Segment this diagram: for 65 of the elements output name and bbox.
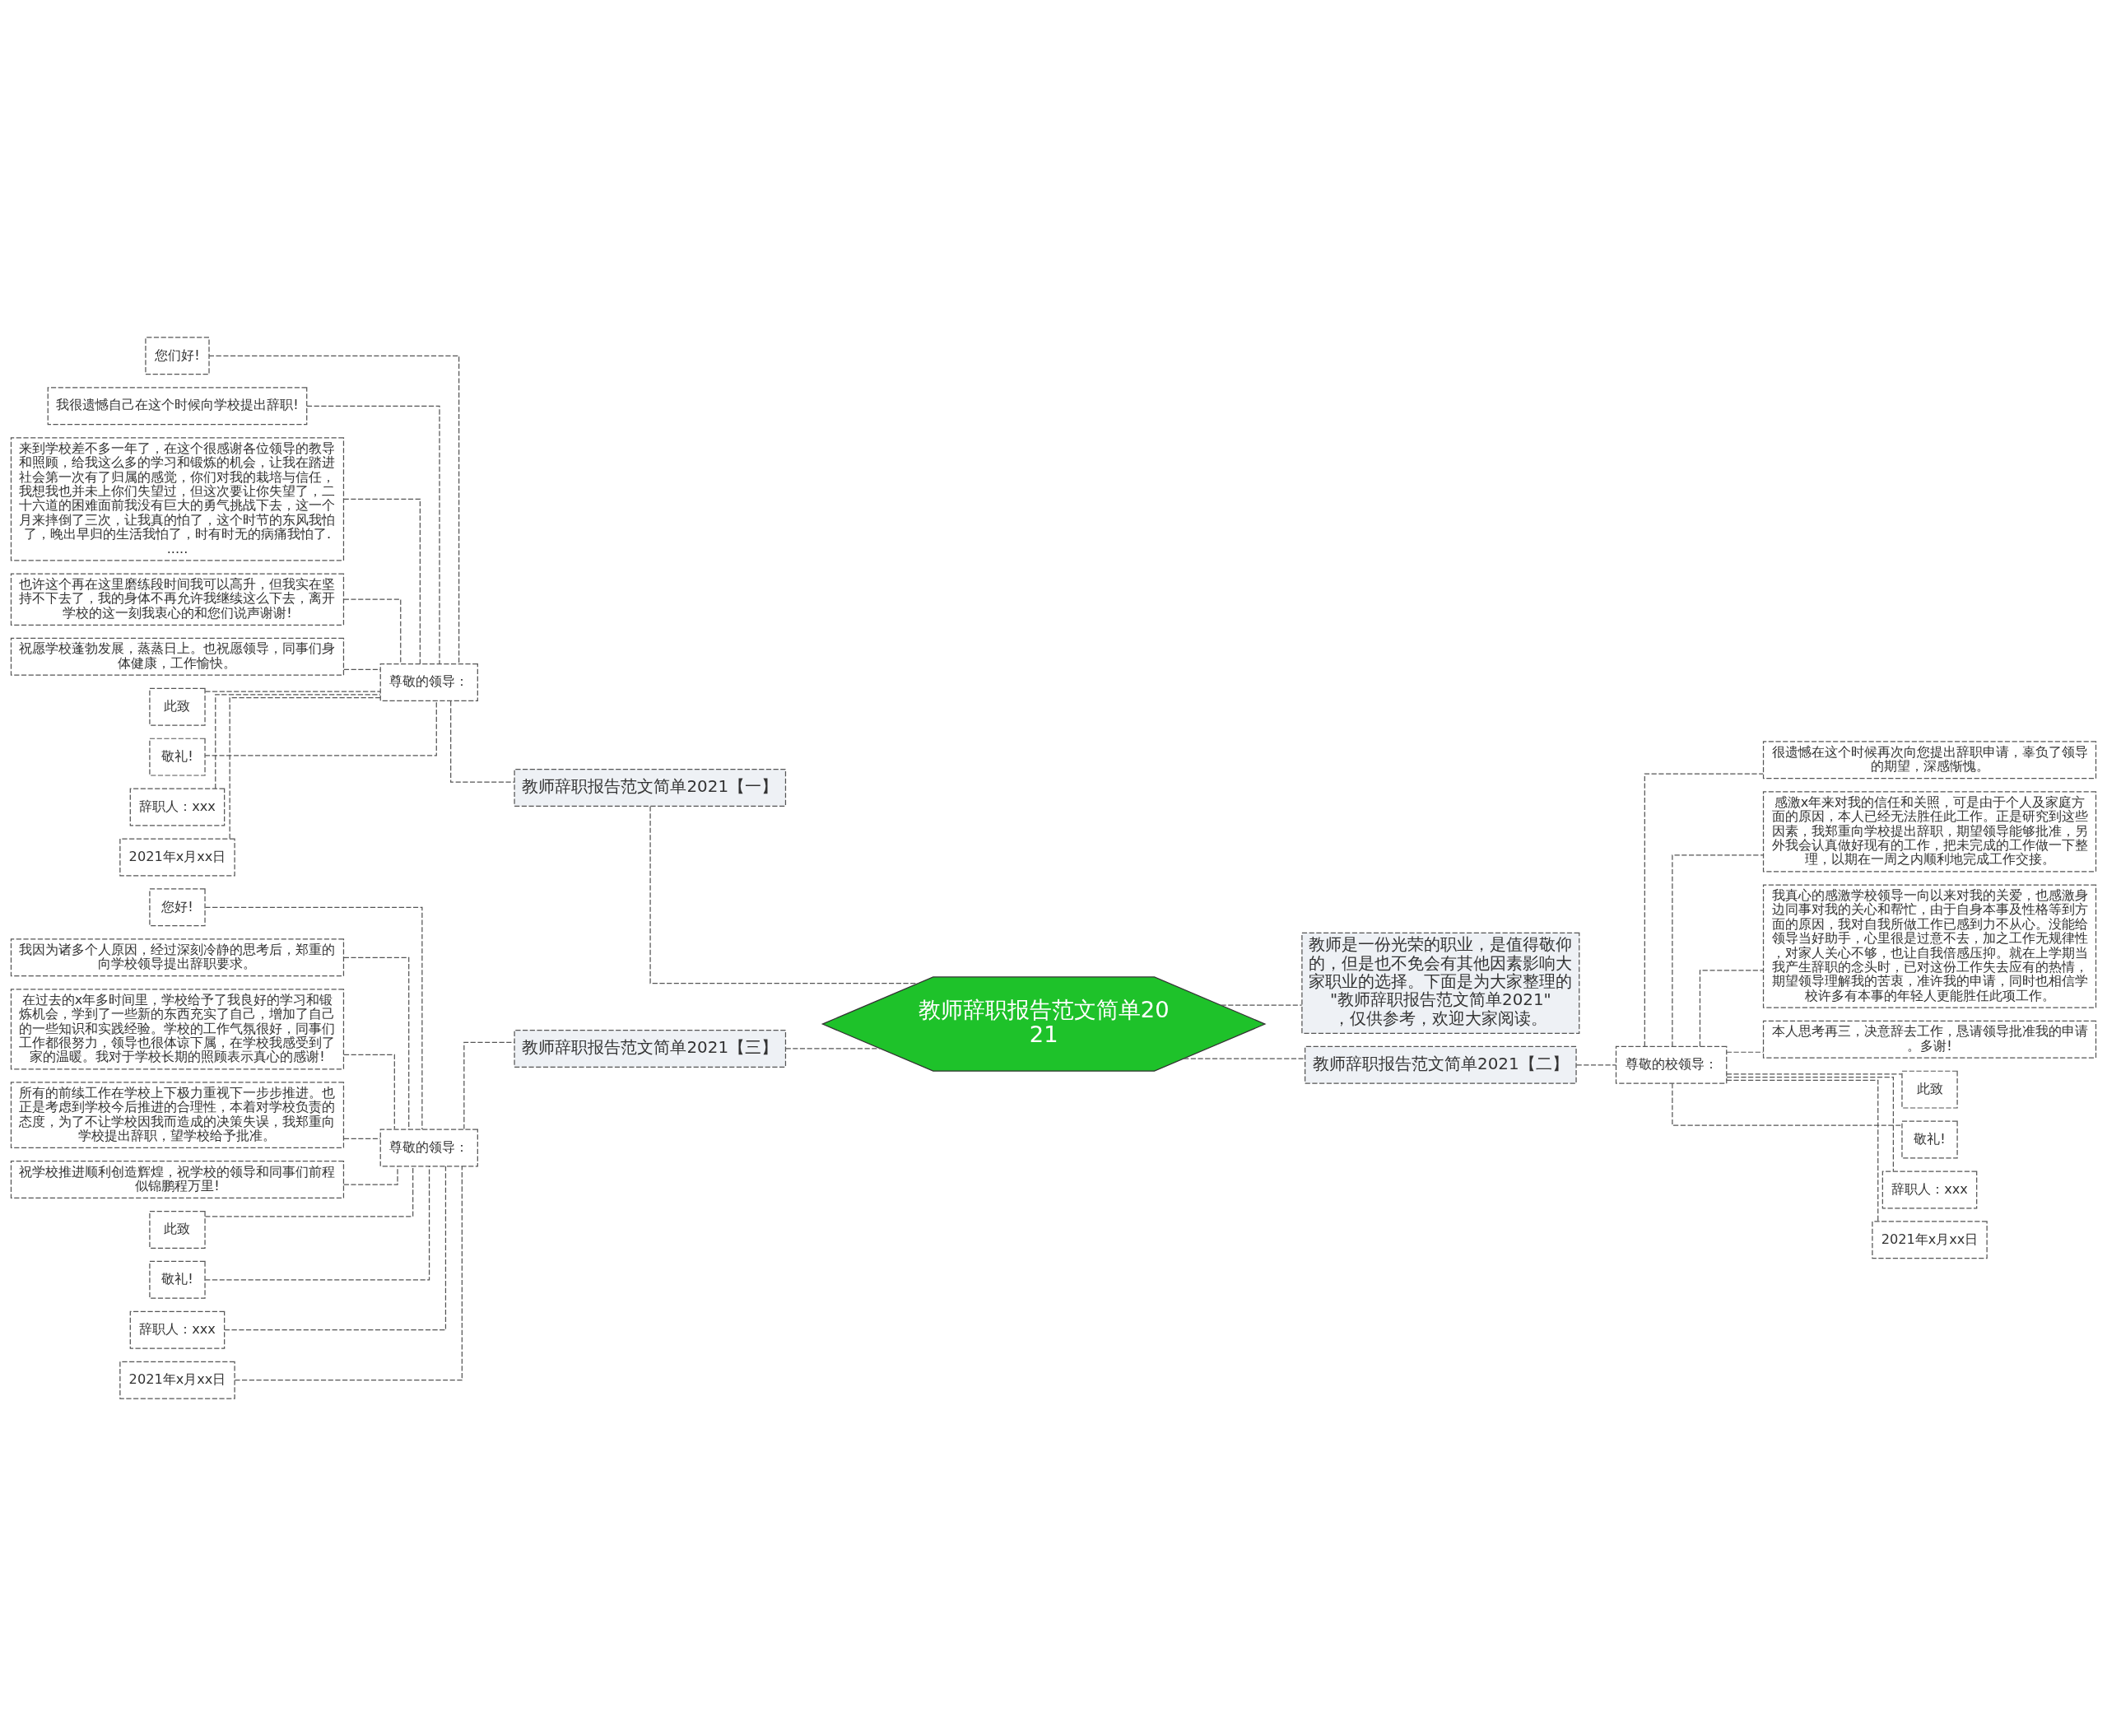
node-box: 来到学校差不多一年了，在这个很感谢各位领导的教导和照顾，给我这么多的学习和锻炼的机会，让我在踏进社会第一次有了归属的感觉，你们对我的栽培与信任，我想我也并未上你们失望过，但这次要让你失望了，二十六道的困难面前我没有巨大的勇气挑战下去，这一个月来摔倒了三次，让我真的怕了，这个时节的东风我怕了，晚出早归的生活我怕了，时有时无的病痛我怕了......: [10, 437, 345, 561]
node-box: 也许这个再在这里磨练段时间我可以高升，但我实在坚持不下去了，我的身体不再允许我继续这么下去，离开学校的这一刻我衷心的和您们说声谢谢!: [10, 573, 345, 626]
connector: [204, 906, 423, 1130]
node-box: 教师是一份光荣的职业，是值得敬仰的，但是也不免会有其他因素影响大家职业的选择。下面是为大家整理的"教师辞职报告范文简单2021"，仅供参考，欢迎大家阅读。: [1301, 932, 1580, 1034]
connector: [234, 1166, 463, 1381]
connector: [204, 700, 437, 756]
node-box: 我很遗憾自己在这个时候向学校提出辞职!: [47, 387, 308, 426]
node-box: 此致: [149, 1210, 206, 1249]
connector: [343, 668, 381, 670]
node-box: 2021年x月xx日: [1872, 1221, 1988, 1259]
node-box: 此致: [149, 687, 206, 726]
connector: [1644, 773, 1764, 1047]
connector: [1220, 1004, 1303, 1006]
connector: [208, 355, 460, 665]
node-box: 敬礼!: [149, 738, 206, 776]
node-box: 我真心的感激学校领导一向以来对我的关爱，也感激身边同事对我的关心和帮忙，由于自身本事及性格等到方面的原因，我对自我所做工作已感到力不从心。没能给领导当好助手，心里很是过意不去，加之工作无规律性，对家人关心不够，也让自我倍感压抑。就在上学期当我产生辞职的念头时，已对这份工作失去应有的热情，期望领导理解我的苦衷，准许我的申请，同时也相信学校许多有本事的年轻人更能胜任此项工作。: [1762, 884, 2097, 1008]
connector: [343, 956, 410, 1130]
node-box: 此致: [1901, 1070, 1958, 1109]
node-box: 教师辞职报告范文简单2021【一】: [514, 768, 787, 807]
connector: [1575, 1064, 1616, 1066]
connector: [343, 598, 402, 664]
node-box: 祝学校推进顺利创造辉煌，祝学校的领导和同事们前程似锦鹏程万里!: [10, 1161, 345, 1198]
connector: [1699, 970, 1765, 1047]
connector: [343, 1054, 395, 1130]
connector: [204, 1166, 430, 1281]
node-box: 辞职人：xxx: [1881, 1171, 1978, 1209]
connector: [1726, 1079, 1879, 1222]
connector: [306, 405, 440, 664]
node-box: 尊敬的领导：: [379, 1129, 478, 1167]
node-box: 敬礼!: [149, 1260, 206, 1299]
node-box: 尊敬的校领导：: [1615, 1045, 1728, 1084]
node-box: 我因为诸多个人原因，经过深刻冷静的思考后，郑重的向学校领导提出辞职要求。: [10, 938, 345, 977]
node-box: 感激x年来对我的信任和关照，可是由于个人及家庭方面的原因，本人已经无法胜任此工作。正是研究到这些因素，我郑重向学校提出辞职，期望领导能够批准，另外我会认真做好现有的工作，把未完成的工作做一下整理，以期在一周之内顺利地完成工作交接。: [1762, 791, 2097, 873]
connector: [343, 1138, 381, 1139]
connector: [1726, 1077, 1894, 1172]
node-box: 很遗憾在这个时候再次向您提出辞职申请，辜负了领导的期望，深感惭愧。: [1762, 741, 2097, 780]
connector: [450, 700, 515, 783]
node-box: 您们好!: [145, 337, 210, 375]
node-box: 2021年x月xx日: [119, 1361, 235, 1399]
node-box: 教师辞职报告范文简单2021【二】: [1305, 1045, 1577, 1084]
connector: [224, 1166, 447, 1331]
connector: [342, 498, 421, 664]
connector: [204, 691, 381, 692]
connector: [463, 1041, 515, 1130]
node-box: 尊敬的领导：: [379, 663, 478, 701]
node-box: 本人思考再三，决意辞去工作，恳请领导批准我的申请。多谢!: [1762, 1020, 2097, 1059]
node-box: 教师辞职报告范文简单2021【三】: [514, 1029, 787, 1068]
node-box: 祝愿学校蓬勃发展，蒸蒸日上。也祝愿领导，同事们身体健康，工作愉快。: [10, 637, 345, 676]
connector: [204, 1166, 414, 1217]
node-box: 所有的前续工作在学校上下极力重视下一步步推进。也正是考虑到学校今后推进的合理性，本着对学校负责的态度，为了不让学校因我而造成的决策失误，我郑重向学校提出辞职，望学校给予批准。: [10, 1082, 345, 1149]
node-box: 2021年x月xx日: [119, 838, 235, 877]
node-box: 您好!: [149, 888, 206, 927]
node-box: 敬礼!: [1901, 1120, 1958, 1159]
node-box: 在过去的x年多时间里，学校给予了我良好的学习和锻炼机会，学到了一些新的东西充实了自己，增加了自己的一些知识和实践经验。学校的工作气氛很好，同事们工作都很努力，领导也很体谅下属，在学校我感受到了家的温暖。我对于学校长期的照顾表示真心的感谢!: [10, 989, 345, 1070]
connector: [785, 1048, 881, 1050]
connector: [229, 696, 381, 840]
connector: [215, 694, 381, 789]
connector: [1726, 1051, 1765, 1053]
node-box: 辞职人：xxx: [129, 788, 226, 826]
connector: [1672, 854, 1764, 1047]
connector: [1726, 1073, 1903, 1075]
connector: [649, 806, 919, 984]
connector: [342, 1166, 398, 1185]
node-box: 辞职人：xxx: [129, 1310, 226, 1349]
connector: [1183, 1058, 1306, 1059]
